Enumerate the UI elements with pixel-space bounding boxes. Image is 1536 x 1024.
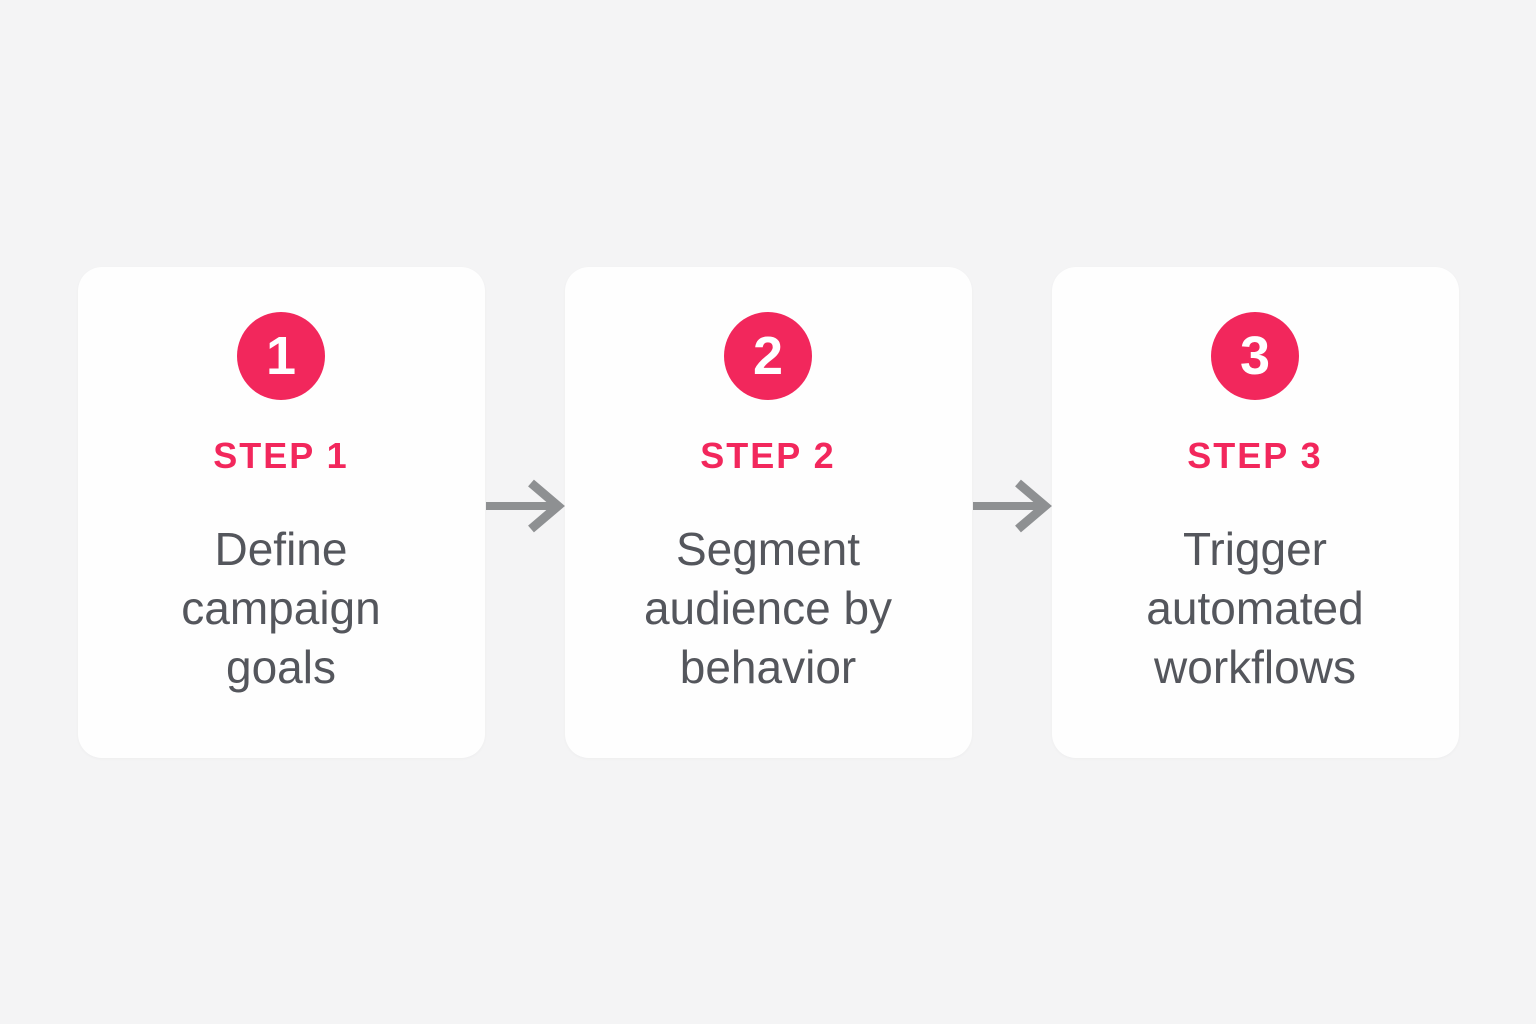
- step-card-2: 2 STEP 2 Segment audience by behavior: [564, 266, 972, 758]
- step-card-3: 3 STEP 3 Trigger automated workflows: [1051, 266, 1459, 758]
- right-arrow-icon: [972, 474, 1052, 538]
- process-flow: 1 STEP 1 Define campaign goals 2 STEP 2 …: [77, 266, 1459, 758]
- step-number-badge: 3: [1211, 311, 1299, 400]
- step-title: Segment audience by behavior: [643, 522, 893, 693]
- step-label: STEP 1: [213, 434, 349, 476]
- step-number-badge: 2: [724, 311, 812, 400]
- step-number-badge: 1: [237, 311, 325, 400]
- step-card-1: 1 STEP 1 Define campaign goals: [77, 266, 485, 758]
- step-label: STEP 3: [1187, 434, 1323, 476]
- step-title: Define campaign goals: [181, 522, 381, 693]
- step-label: STEP 2: [700, 434, 836, 476]
- right-arrow-icon: [485, 474, 565, 538]
- step-title: Trigger automated workflows: [1146, 522, 1364, 693]
